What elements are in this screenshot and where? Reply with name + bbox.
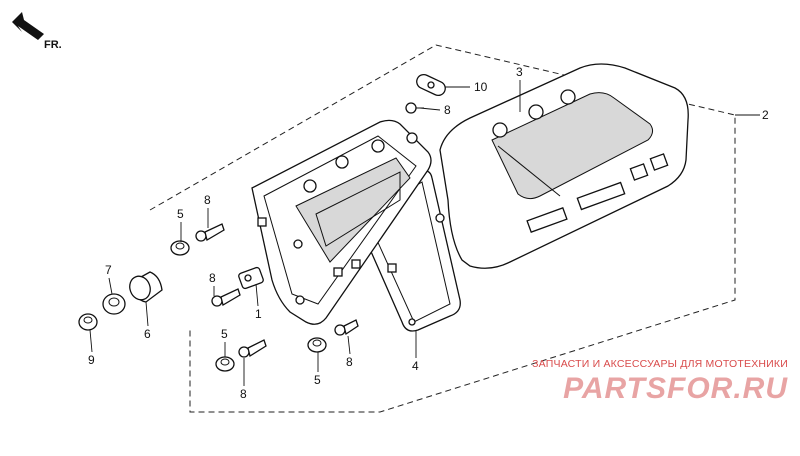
screw-lower-mid — [334, 319, 359, 336]
clamp — [416, 73, 446, 97]
callout-6: 6 — [144, 327, 151, 341]
grommet-lower-left — [215, 356, 235, 372]
mount-rubber — [129, 271, 163, 303]
callout-10: 10 — [474, 80, 488, 94]
callout-8-lower-left: 8 — [240, 387, 247, 401]
screw-top — [405, 102, 424, 114]
direction-label: FR. — [44, 39, 62, 51]
callout-7: 7 — [105, 263, 112, 277]
clip — [238, 266, 264, 290]
callout-5-upper: 5 — [177, 207, 184, 221]
meter-cover-housing — [439, 63, 689, 269]
grommet-upper — [170, 240, 190, 256]
watermark: ЗАПЧАСТИ И АКСЕССУАРЫ ДЛЯ МОТОТЕХНИКИ PA… — [488, 358, 788, 406]
callout-1: 1 — [255, 307, 262, 321]
callout-9: 9 — [88, 353, 95, 367]
callout-5-lower-left: 5 — [221, 327, 228, 341]
callout-3: 3 — [516, 65, 523, 79]
callout-8-upper: 8 — [204, 193, 211, 207]
callout-8-lower-mid: 8 — [346, 355, 353, 369]
callout-5-lower-mid: 5 — [314, 373, 321, 387]
assembly-boundary — [149, 44, 736, 413]
leader-lines — [89, 80, 760, 386]
callout-8-mid: 8 — [209, 271, 216, 285]
callout-2: 2 — [762, 108, 769, 122]
screw-mid-left — [211, 288, 241, 307]
nut — [78, 313, 98, 331]
callout-4: 4 — [412, 359, 419, 373]
screw-lower-left — [238, 339, 267, 358]
watermark-tagline: ЗАПЧАСТИ И АКСЕССУАРЫ ДЛЯ МОТОТЕХНИКИ — [532, 358, 788, 370]
grommet-lower-mid — [307, 337, 327, 353]
callout-8-top: 8 — [444, 103, 451, 117]
collar — [102, 293, 126, 315]
meter-case — [251, 119, 445, 325]
screw-upper-left — [195, 223, 225, 242]
watermark-logo: PARTSFOR.RU — [563, 372, 788, 405]
front-direction-arrow: FR. — [12, 12, 62, 51]
